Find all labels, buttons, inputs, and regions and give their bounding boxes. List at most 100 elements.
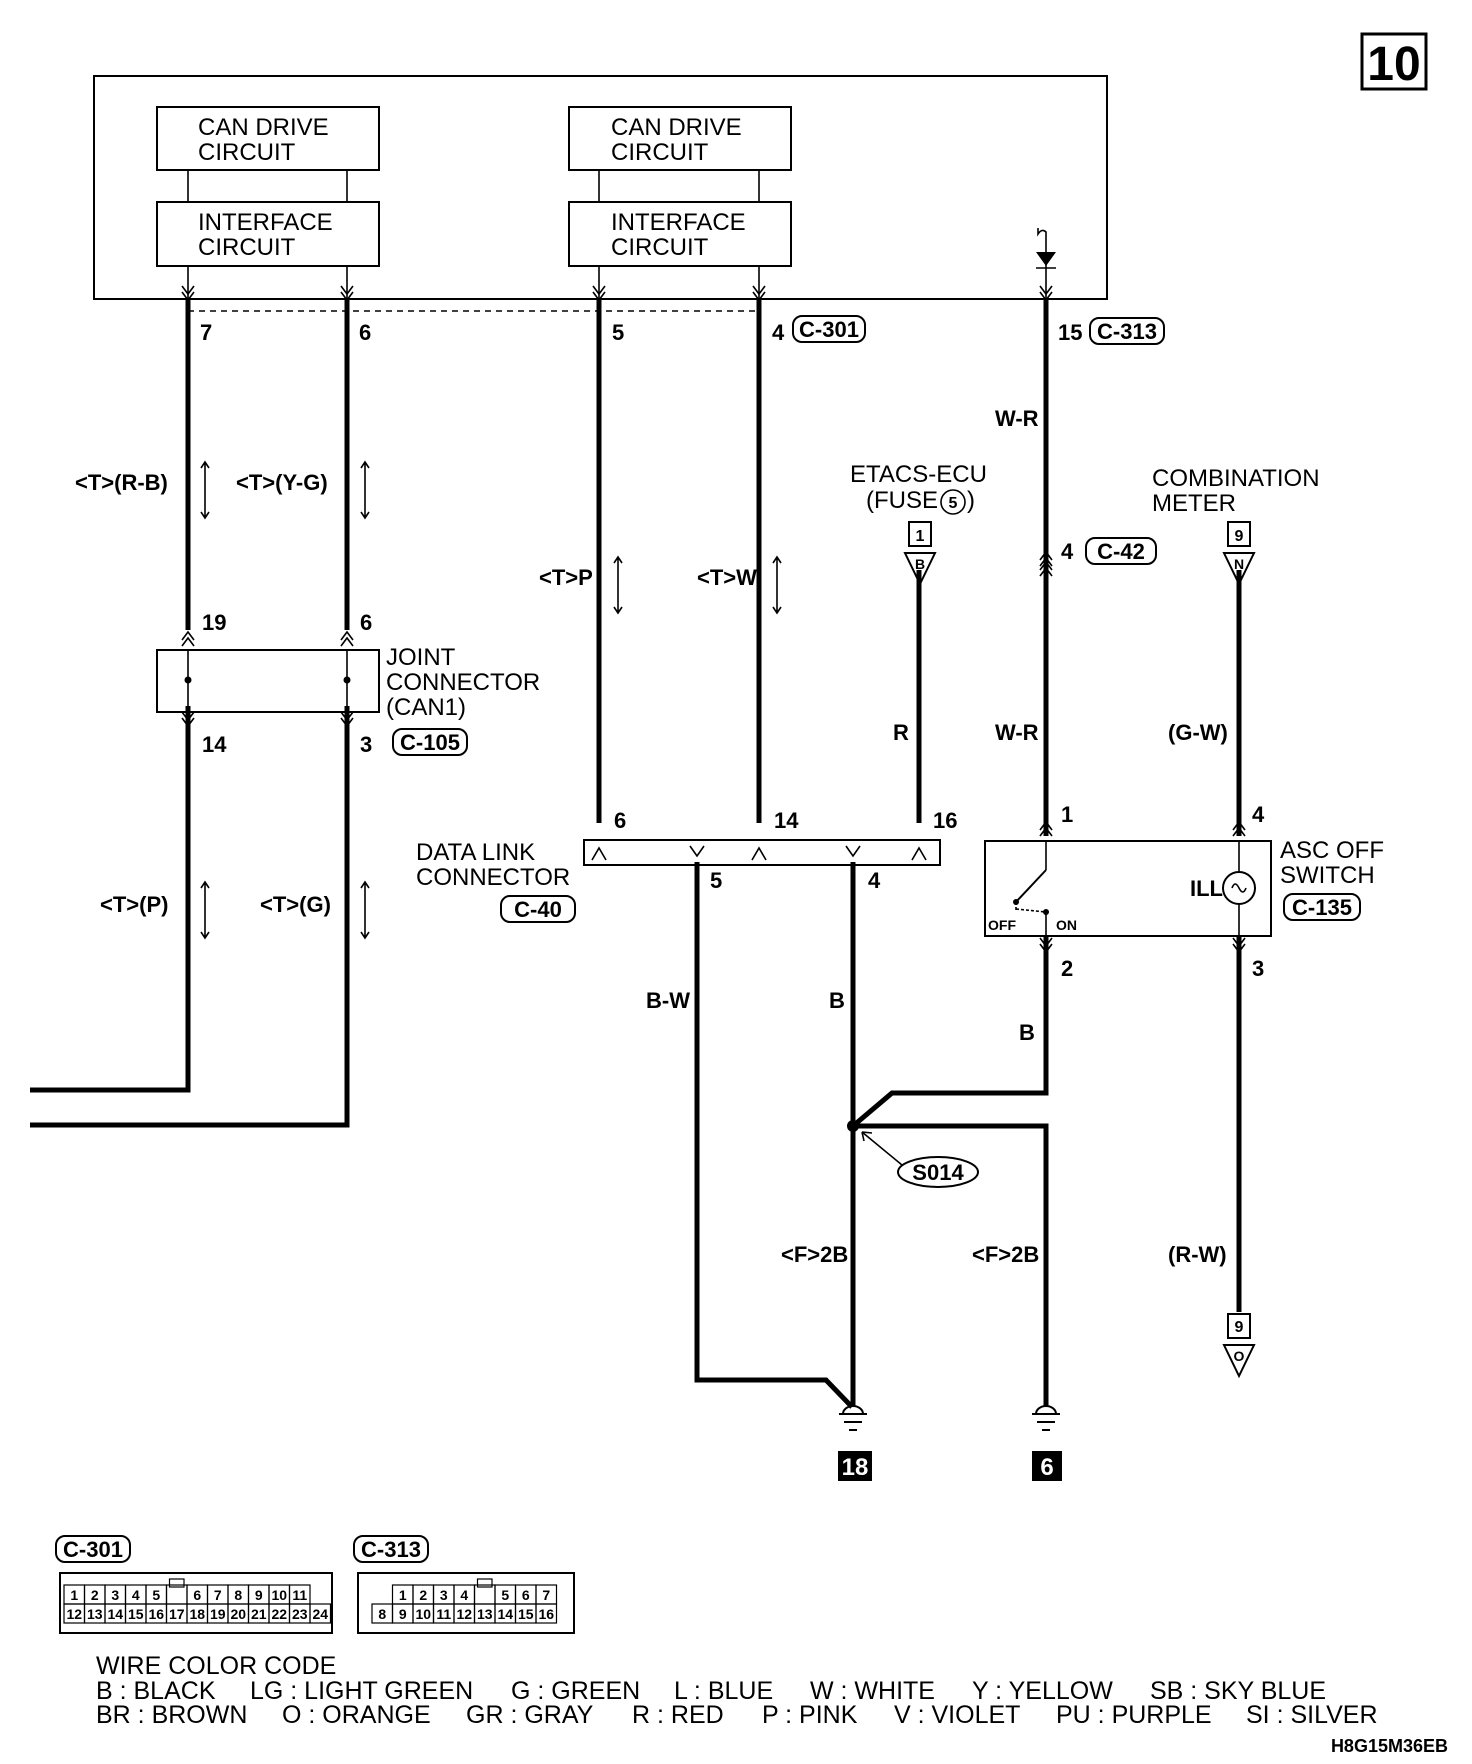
svg-text:3: 3 xyxy=(360,732,372,757)
svg-text:21: 21 xyxy=(251,1606,267,1622)
svg-text:1: 1 xyxy=(916,528,925,545)
connector-cell: 20 xyxy=(227,1603,250,1624)
ground-6: 6 xyxy=(1031,1405,1062,1481)
svg-text:15: 15 xyxy=(128,1606,144,1622)
svg-text:5: 5 xyxy=(501,1587,509,1603)
svg-text:15: 15 xyxy=(518,1606,534,1622)
svg-text:METER: METER xyxy=(1152,490,1236,517)
joint-connector-can1: 19 6 14 3 JOINT CONNECTOR (CAN1) C-105 xyxy=(156,610,540,757)
connector-cell: 3 xyxy=(432,1584,455,1605)
svg-text:<T>(Y-G): <T>(Y-G) xyxy=(236,470,328,495)
svg-text:5: 5 xyxy=(949,495,958,512)
svg-text:6: 6 xyxy=(193,1587,201,1603)
svg-text:(G-W): (G-W) xyxy=(1168,720,1228,745)
svg-text:5: 5 xyxy=(152,1587,160,1603)
data-link-connector: 6 14 16 5 4 DATA LINK CONNECTOR C-40 xyxy=(416,808,957,923)
svg-text:11: 11 xyxy=(436,1606,451,1622)
svg-text:6: 6 xyxy=(359,320,371,345)
svg-text:4: 4 xyxy=(132,1587,140,1603)
svg-text:(CAN1): (CAN1) xyxy=(386,694,466,721)
interface-circuit-2 xyxy=(568,201,792,267)
svg-text:6: 6 xyxy=(522,1587,530,1603)
svg-text:W : WHITE: W : WHITE xyxy=(810,1677,935,1705)
svg-text:11: 11 xyxy=(292,1587,307,1603)
interface-circuit-1 xyxy=(156,201,380,267)
connector-cell: 7 xyxy=(535,1584,558,1605)
connector-cell: 5 xyxy=(145,1584,168,1605)
svg-text:P : PINK: P : PINK xyxy=(762,1701,858,1729)
svg-text:SI : SILVER: SI : SILVER xyxy=(1246,1701,1378,1729)
connector-cell: 13 xyxy=(83,1603,106,1624)
svg-text:16: 16 xyxy=(148,1606,164,1622)
ecu-power-symbol xyxy=(1036,228,1056,301)
svg-text:OFF: OFF xyxy=(988,917,1016,933)
can-drive-circuit-1 xyxy=(156,106,380,171)
inline-connector-c42: 4 C-42 xyxy=(1039,537,1157,577)
connector-cell xyxy=(473,1578,496,1605)
svg-text:24: 24 xyxy=(312,1606,328,1622)
connector-cell: 17 xyxy=(165,1603,188,1624)
connector-cell: 8 xyxy=(227,1584,250,1605)
svg-text:): ) xyxy=(967,487,975,514)
can-block-2: CAN DRIVE CIRCUIT INTERFACE CIRCUIT xyxy=(568,106,792,267)
connector-cell: 2 xyxy=(83,1584,106,1605)
connector-tag-c301: C-301 xyxy=(792,315,866,343)
svg-text:C-301: C-301 xyxy=(63,1537,123,1562)
svg-text:DATA LINK: DATA LINK xyxy=(416,839,535,866)
svg-text:16: 16 xyxy=(933,808,957,833)
svg-text:C-42: C-42 xyxy=(1097,539,1145,564)
svg-text:5: 5 xyxy=(612,320,624,345)
svg-text:C-105: C-105 xyxy=(400,730,460,755)
svg-text:12: 12 xyxy=(456,1606,472,1622)
wire-color-legend: WIRE COLOR CODE B : BLACK LG : LIGHT GRE… xyxy=(96,1652,1378,1729)
svg-text:23: 23 xyxy=(292,1606,308,1622)
svg-text:C-301: C-301 xyxy=(799,317,859,342)
wires xyxy=(30,300,1242,1409)
connector-cell: 6 xyxy=(514,1584,537,1605)
svg-text:8: 8 xyxy=(378,1606,386,1622)
svg-text:SB : SKY BLUE: SB : SKY BLUE xyxy=(1150,1677,1326,1705)
connector-cell: 1 xyxy=(391,1584,414,1605)
svg-text:6: 6 xyxy=(1040,1454,1053,1481)
connector-cell: 24 xyxy=(309,1603,332,1624)
svg-text:CONNECTOR: CONNECTOR xyxy=(386,669,540,696)
svg-text:14: 14 xyxy=(774,808,799,833)
svg-text:INTERFACE: INTERFACE xyxy=(611,209,746,236)
svg-text:B: B xyxy=(915,556,925,572)
svg-text:C-40: C-40 xyxy=(514,897,562,922)
svg-text:12: 12 xyxy=(66,1606,82,1622)
svg-text:18: 18 xyxy=(189,1606,205,1622)
svg-text:1: 1 xyxy=(399,1587,407,1603)
svg-text:2: 2 xyxy=(1061,956,1073,981)
svg-text:C-313: C-313 xyxy=(361,1537,421,1562)
svg-text:CIRCUIT: CIRCUIT xyxy=(198,234,296,261)
svg-text:W-R: W-R xyxy=(995,406,1039,431)
svg-text:COMBINATION: COMBINATION xyxy=(1152,465,1320,492)
connector-cell: 10 xyxy=(268,1584,291,1605)
svg-text:3: 3 xyxy=(1252,956,1264,981)
asc-off-switch: 1 4 2 3 OFF ON ILL ASC OFF SWITCH C-135 xyxy=(984,802,1384,981)
connector-cell: 23 xyxy=(288,1603,311,1624)
connector-cell: 10 xyxy=(412,1603,435,1624)
svg-text:1: 1 xyxy=(70,1587,78,1603)
svg-text:O: O xyxy=(1234,1348,1245,1364)
connector-cell: 9 xyxy=(247,1584,270,1605)
svg-text:1: 1 xyxy=(1061,802,1073,827)
connector-cell: 14 xyxy=(104,1603,127,1624)
svg-text:SWITCH: SWITCH xyxy=(1280,862,1375,889)
connector-cell xyxy=(165,1578,188,1605)
svg-text:20: 20 xyxy=(230,1606,246,1622)
svg-text:9: 9 xyxy=(399,1606,407,1622)
svg-text:<F>2B: <F>2B xyxy=(781,1242,848,1267)
svg-text:13: 13 xyxy=(87,1606,103,1622)
svg-text:CIRCUIT: CIRCUIT xyxy=(611,139,709,166)
svg-text:CONNECTOR: CONNECTOR xyxy=(416,864,570,891)
svg-text:G : GREEN: G : GREEN xyxy=(511,1677,640,1705)
svg-text:R: R xyxy=(893,720,909,745)
svg-text:B: B xyxy=(829,988,845,1013)
svg-text:JOINT: JOINT xyxy=(386,644,456,671)
svg-text:B-W: B-W xyxy=(646,988,690,1013)
svg-text:CAN DRIVE: CAN DRIVE xyxy=(198,114,329,141)
